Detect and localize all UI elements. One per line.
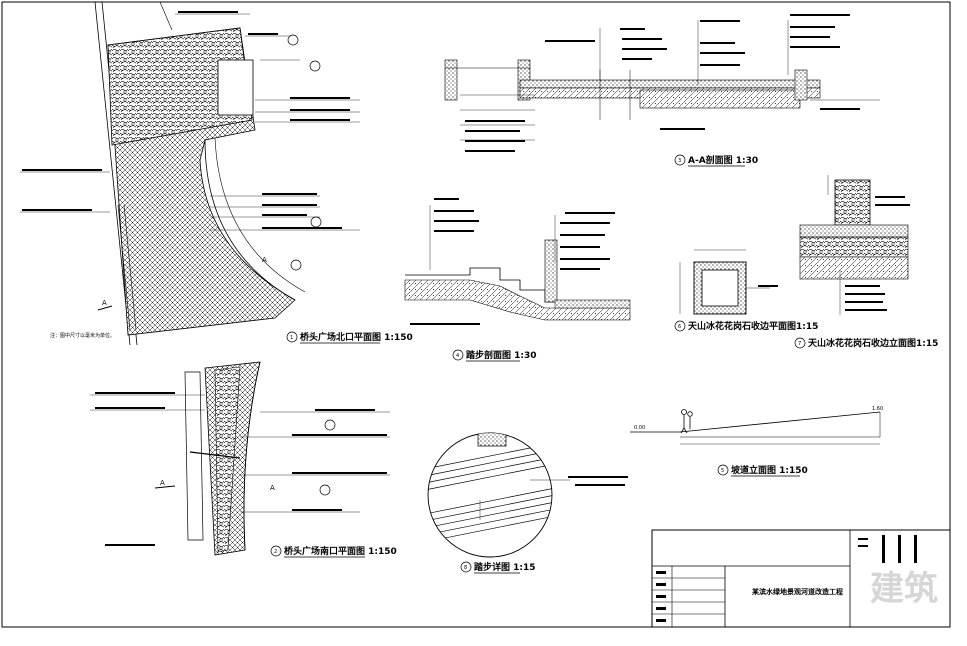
title-section-a-a: A-A剖面图 1:30 [688, 154, 758, 166]
drawing-index-8 [460, 561, 472, 573]
drawing-index-3 [674, 154, 686, 166]
svg-text:7: 7 [798, 341, 801, 347]
title-ramp-elevation: 坡道立面图 1:150 [731, 464, 808, 476]
drawing-index-1 [286, 331, 298, 343]
title-step-section: 踏步剖面图 1:30 [466, 349, 537, 361]
leader-notes [22, 11, 350, 229]
slope-label-start: 0.00 [634, 425, 645, 431]
svg-text:5: 5 [721, 468, 724, 474]
svg-text:6: 6 [678, 324, 681, 330]
section-marker-a3: A [160, 479, 165, 487]
section-steps: 4 踏步剖面图 1:30 [404, 198, 631, 362]
title-granite-plan: 天山冰花花岗石收边平面图1:15 [688, 320, 818, 332]
person-figures [680, 409, 693, 434]
slope-label-end: 1.60 [872, 406, 883, 412]
title-south-plan: 桥头广场南口平面图 1:150 [284, 545, 397, 557]
drawing-index-2 [270, 545, 282, 557]
svg-text:8: 8 [464, 565, 467, 571]
drawing-index-5 [717, 464, 729, 476]
svg-text:1: 1 [290, 335, 293, 341]
svg-text:4: 4 [456, 353, 459, 359]
granite-edge-elevation: 7 天山冰花花岗石收边立面图1:15 [794, 175, 938, 349]
drawing-index-6 [674, 320, 686, 332]
step-detail: 8 踏步详图 1:15 [427, 432, 628, 574]
drawing-index-4 [452, 349, 464, 361]
title-north-plan: 桥头广场北口平面图 1:150 [300, 331, 413, 343]
granite-edge-plan: 6 天山冰花花岗石收边平面图1:15 [674, 249, 818, 332]
section-a-a: 3 A-A剖面图 1:30 [444, 14, 880, 167]
plan-north-plaza: A A 1 桥头广场北口平面图 1:150 注：图中尺寸以毫米为单位。 [20, 1, 413, 346]
ramp-elevation: 0.00 1.60 5 坡道立面图 1:150 [630, 406, 883, 477]
section-marker-a1: A [102, 299, 107, 307]
svg-text:2: 2 [274, 549, 277, 555]
section-marker-a4: A [270, 484, 275, 492]
drawing-index-7 [794, 337, 806, 349]
note-north-plan: 注：图中尺寸以毫米为单位。 [50, 332, 115, 339]
plan-south-plaza: A A 2 桥头广场南口平面图 1:150 [90, 361, 397, 558]
title-step-detail: 踏步详图 1:15 [474, 561, 536, 573]
svg-text:3: 3 [678, 158, 681, 164]
section-marker-a2: A [262, 256, 267, 264]
title-granite-elevation: 天山冰花花岗石收边立面图1:15 [808, 337, 938, 349]
logo-watermark: 建筑 [870, 569, 938, 609]
title-block: 某滨水绿地景观河道改造工程 建筑 [651, 529, 951, 628]
logo-mark [858, 535, 917, 563]
project-name: 某滨水绿地景观河道改造工程 [751, 587, 843, 596]
